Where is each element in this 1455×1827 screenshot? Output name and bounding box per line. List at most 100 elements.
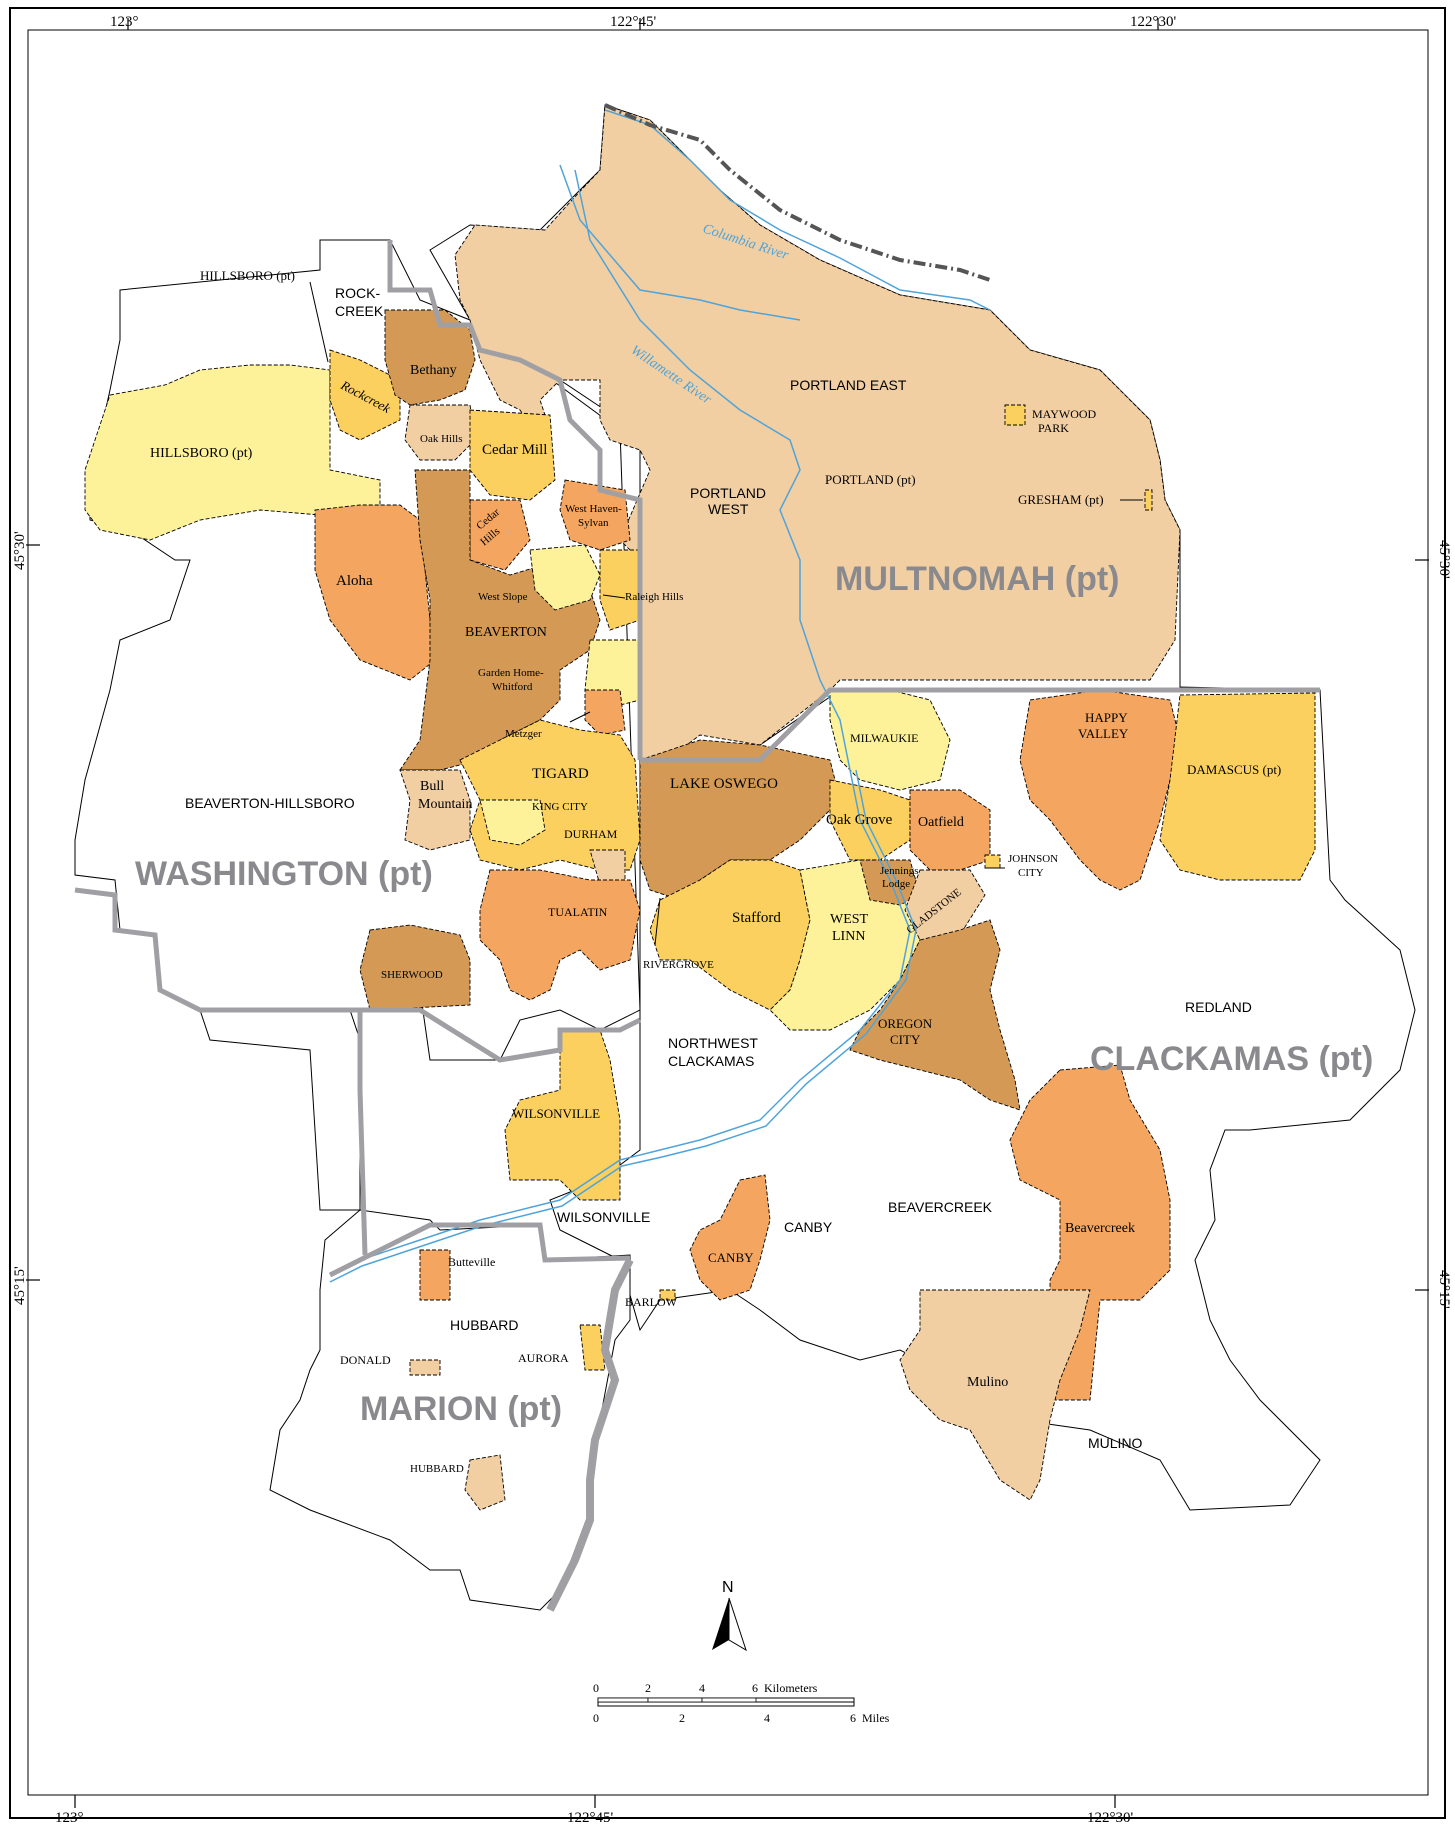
place-label-metzger: Metzger [505,728,542,740]
place-oatfield [909,789,991,871]
willamette-river-line-3 [329,769,917,1283]
map-frame [9,7,1446,1819]
scale-km-4: 4 [699,1681,705,1695]
ccd-northwest-clackamas-1: NORTHWEST [668,1035,758,1051]
place-label-hillsboro-top: HILLSBORO (pt) [200,268,295,283]
place-label-aurora: AURORA [518,1351,569,1365]
place-mulino [899,1289,1091,1501]
ccd-rockcreek-1: ROCK- [335,285,380,301]
place-label-jennings-2: Lodge [882,878,910,890]
leader-lines [309,281,1143,946]
place-label-maywood-2: PARK [1038,421,1069,435]
place-label-oatfield: Oatfield [918,815,964,830]
scale-km-unit: Kilometers [764,1681,818,1695]
scale-mi-unit: Miles [862,1711,890,1725]
columbia-river-line-1 [604,109,991,311]
scale-mi-0: 0 [593,1711,599,1725]
places-layer [84,104,1316,1511]
place-label-damascus: DAMASCUS (pt) [1187,762,1281,777]
ccd-beaverton-hillsboro: BEAVERTON-HILLSBORO [185,795,355,811]
ccd-portland-west-2: WEST [708,501,749,517]
scale-mi-4: 4 [764,1711,770,1725]
grat-left-45-30: 45°30' [12,531,28,570]
willamette-river-line-2 [329,769,911,1276]
place-label-aloha: Aloha [336,573,373,589]
grat-top-123: 123° [110,14,139,30]
place-hillsboro-west [84,364,381,541]
place-barlow [659,1289,676,1301]
place-label-wilsonville: WILSONVILLE [512,1106,600,1121]
place-label-oak-hills: Oak Hills [420,433,462,445]
place-wilsonville [504,1029,621,1201]
place-label-oregon-city-2: CITY [890,1032,921,1047]
place-label-milwaukie: MILWAUKIE [850,731,918,745]
place-label-raleigh-hills: Raleigh Hills [625,591,683,603]
place-label-donald: DONALD [340,1353,391,1367]
place-label-durham: DURHAM [564,827,618,841]
scale-mi-2: 2 [679,1711,685,1725]
place-label-butteville: Butteville [448,1255,495,1269]
place-label-sherwood: SHERWOOD [381,969,443,981]
ccd-hubbard: HUBBARD [450,1317,518,1333]
place-butteville [419,1249,451,1301]
grat-top-122-30: 122°30' [1130,14,1176,30]
grat-right-45-15: 45°15' [1436,1270,1452,1309]
place-label-tigard: TIGARD [532,766,589,782]
place-label-mulino: Mulino [967,1375,1008,1390]
north-arrow: N [712,1579,747,1652]
place-milwaukie [829,689,951,791]
ccd-redland: REDLAND [1185,999,1252,1015]
place-sherwood [359,924,471,1011]
county-line-pudding-river [546,1258,634,1612]
scale-km-0: 0 [593,1681,599,1695]
place-label-barlow: BARLOW [625,1295,678,1309]
county-label-clackamas: CLACKAMAS (pt) [1090,1040,1373,1078]
place-happy-valley [1019,689,1181,891]
place-label-beaverton: BEAVERTON [465,625,547,640]
graticule-labels: 123° 122°45' 122°30' 123° 122°45' 122°30… [12,14,1452,1826]
place-label-lake-oswego: LAKE OSWEGO [670,776,778,792]
place-label-west-haven-1: West Haven- [565,503,622,515]
place-west-slope [529,544,601,611]
place-label-gresham: GRESHAM (pt) [1018,492,1104,507]
place-label-west-linn-1: WEST [830,912,869,927]
place-king-city [479,799,546,846]
inner-neatline [27,29,1429,1796]
place-label-bethany: Bethany [410,363,457,378]
scale-km-6: 6 [752,1681,758,1695]
place-label-maywood-1: MAYWOOD [1032,407,1097,421]
place-west-haven [559,479,631,551]
ccd-wilsonville: WILSONVILLE [557,1209,650,1225]
ccd-portland-east: PORTLAND EAST [790,377,907,393]
place-bethany [384,309,476,406]
place-label-canby: CANBY [708,1250,754,1265]
ccd-canby: CANBY [784,1219,833,1235]
place-label-johnson-city-2: CITY [1018,867,1044,879]
county-line-west-link [357,1010,368,1256]
county-lines [74,240,1320,1612]
place-label-cedar-mill: Cedar Mill [482,442,547,458]
place-label-king-city: KING CITY [532,801,588,813]
grat-left-45-15: 45°15' [12,1266,28,1305]
ccd-beavercreek: BEAVERCREEK [888,1199,993,1215]
state-line [604,103,991,282]
place-label-garden-home-1: Garden Home- [478,667,544,679]
place-label-oak-grove: Oak Grove [826,812,893,828]
ccd-labels: ROCK- CREEK PORTLAND EAST PORTLAND WEST … [185,285,1252,1451]
place-label-west-haven-2: Sylvan [578,517,609,529]
place-bull-mountain [399,769,471,851]
place-tualatin [479,869,641,1001]
place-label-stafford: Stafford [732,910,781,926]
place-johnson-city [984,854,1001,869]
place-label-bull-mountain-2: Mountain [418,797,472,812]
place-label-jennings-1: Jennings [880,865,919,877]
place-label-oregon-city-1: OREGON [878,1016,933,1031]
county-label-washington: WASHINGTON (pt) [135,855,433,893]
place-label-west-linn-2: LINN [832,929,865,944]
place-oak-hills [404,404,476,461]
place-label-west-slope: West Slope [478,591,528,603]
ccd-mulino: MULINO [1088,1435,1143,1451]
place-label-hillsboro: HILLSBORO (pt) [150,446,253,461]
place-gresham [1144,489,1153,511]
